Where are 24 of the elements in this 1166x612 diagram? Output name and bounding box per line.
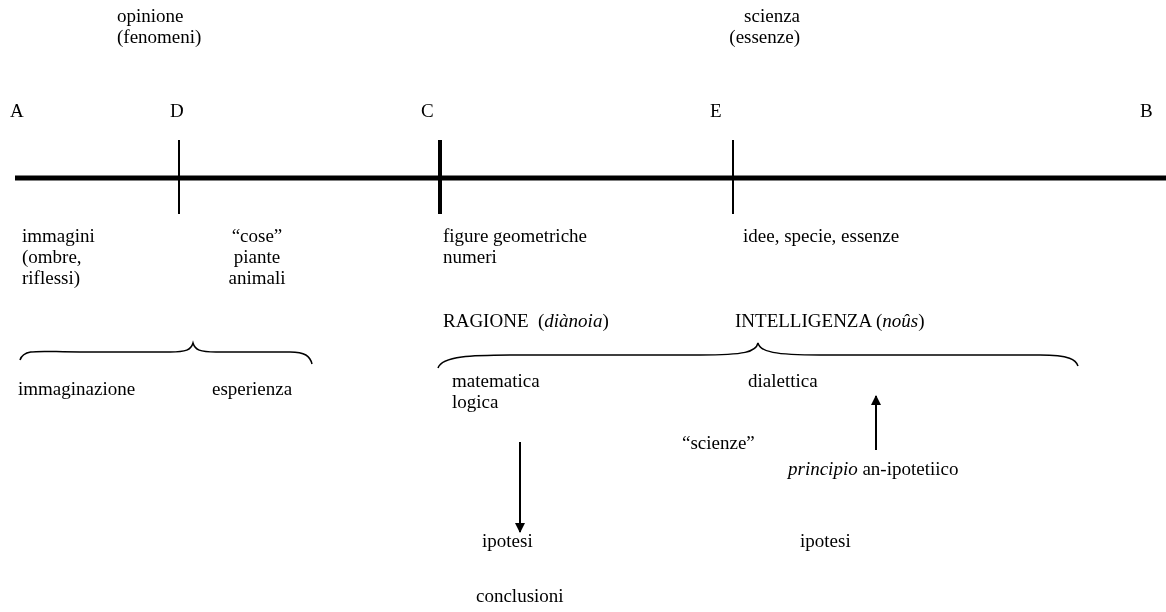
faculty-label: esperienza [212,378,293,399]
point-letter: C [421,100,434,121]
point-letter: A [10,100,24,121]
term-label: ipotesi [800,530,851,551]
term-label: “scienze” [682,432,755,453]
faculty-label: INTELLIGENZA (noûs) [735,310,925,331]
faculty-label: RAGIONE (diànoia) [443,310,609,331]
segment-label: figure geometriche numeri [443,225,588,267]
arrow [871,395,881,451]
point-letter: E [710,100,722,121]
segment-label: immagini (ombre, riflessi) [22,225,96,288]
segment-label: idee, specie, essenze [743,225,900,246]
arrow [515,441,525,533]
term-label: ipotesi [482,530,533,551]
term-label: dialettica [748,370,818,391]
section-heading: scienza (essenze) [728,5,800,47]
faculty-label: immaginazione [18,378,136,399]
point-letter: D [170,100,184,121]
term-label: matematica logica [452,370,562,412]
segment-label: “cose” piante animali [227,225,287,288]
term-label: conclusioni [476,585,564,606]
term-label: principio an-ipotetiico [788,458,959,479]
point-letter: B [1140,100,1153,121]
section-heading: opinione (fenomeni) [117,5,203,47]
